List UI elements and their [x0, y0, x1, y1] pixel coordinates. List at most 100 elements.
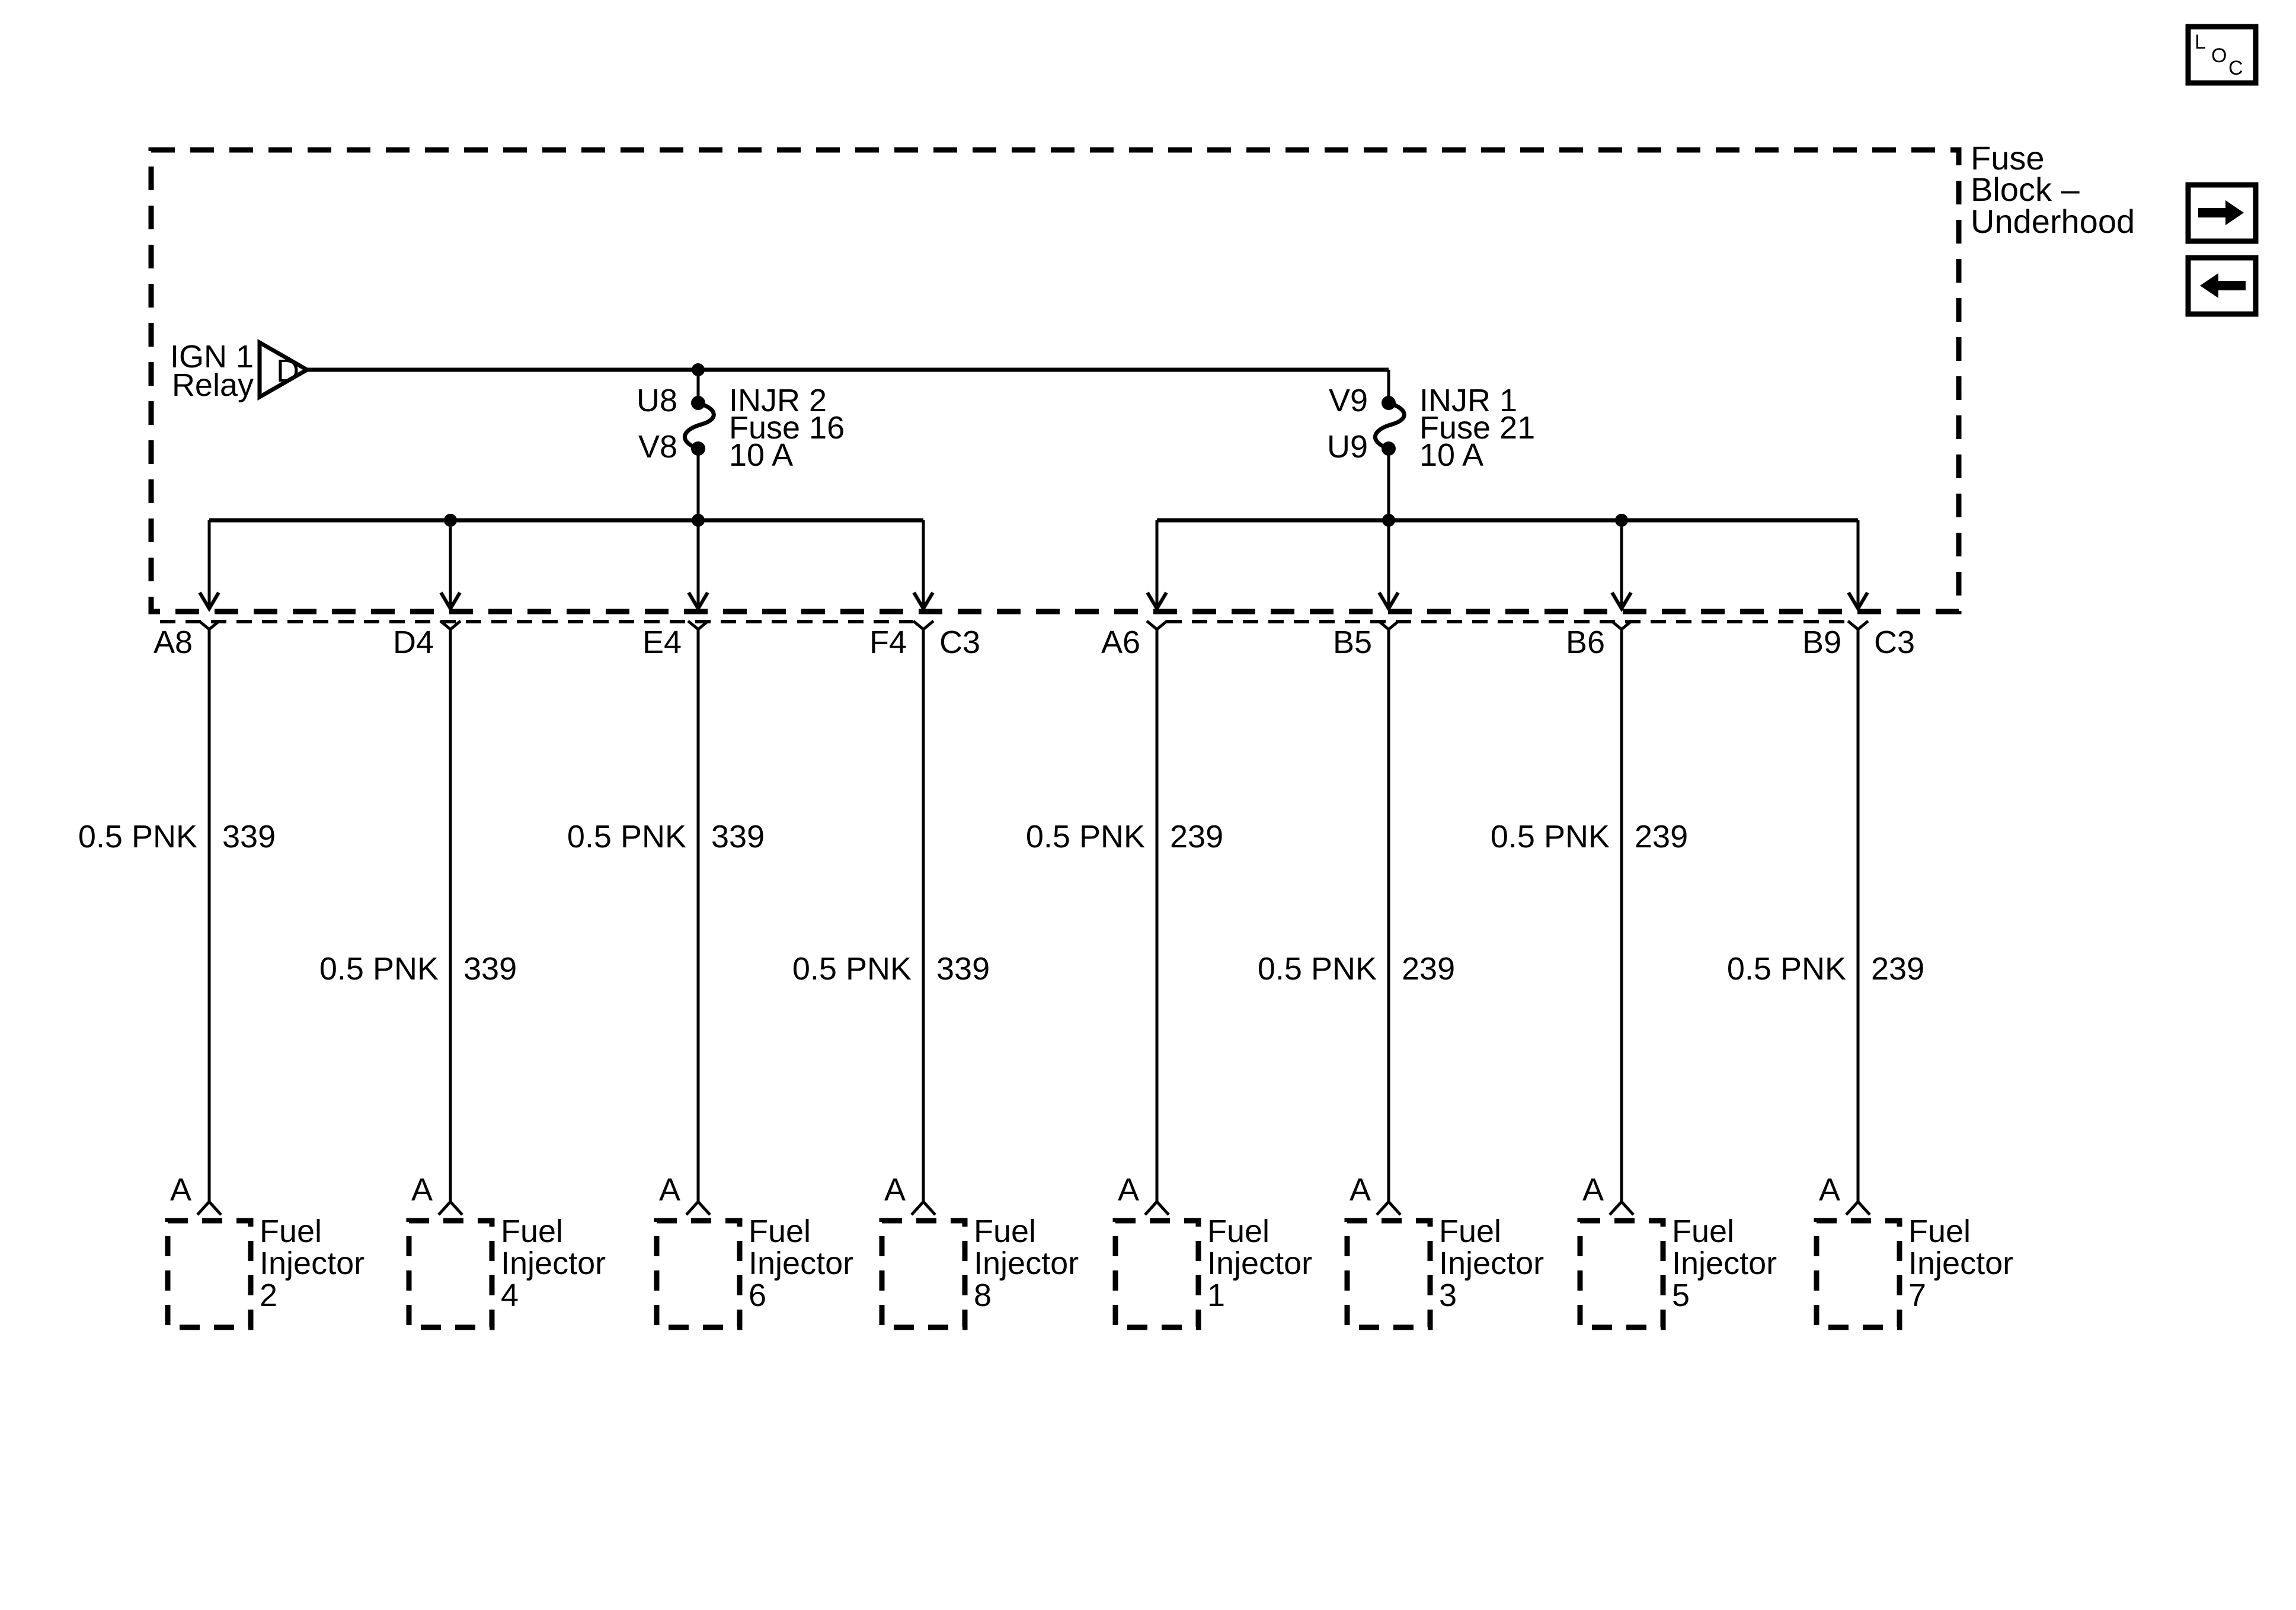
down-arrow-icon — [198, 591, 220, 612]
device-pin-icon — [1376, 1199, 1402, 1216]
block-pin-icon — [1610, 620, 1633, 632]
fuse-injr2: U8 V8 INJR 2 Fuse 16 10 A — [637, 383, 845, 520]
circuit-b6-injector5: B6 0.5 PNK 239 A Fuel Injector 5 — [1491, 520, 1777, 1330]
device-pin-label: A — [1582, 1172, 1604, 1208]
device-label-line3: 5 — [1672, 1278, 1690, 1313]
device-pin-icon — [1144, 1199, 1170, 1216]
device-label-line1: Fuel — [974, 1214, 1036, 1249]
circuit-number: 239 — [1402, 951, 1455, 987]
block-pin-label: F4 — [869, 625, 907, 660]
down-arrow-icon — [1610, 591, 1633, 612]
svg-text:Fuse: Fuse — [1971, 139, 2045, 177]
circuit-number: 239 — [1871, 951, 1924, 987]
fuse-pin-bottom: U9 — [1327, 429, 1368, 465]
block-pin-label: A8 — [154, 625, 193, 660]
loc-letter-l: L — [2195, 31, 2206, 53]
circuit-number: 339 — [222, 819, 276, 854]
device-label-line2: Injector — [501, 1246, 606, 1281]
wire-label: 0.5 PNK — [78, 819, 197, 854]
fuse-pin-top: V9 — [1329, 383, 1368, 418]
device-label-line3: 8 — [974, 1278, 992, 1313]
block-pin-icon — [1146, 620, 1168, 632]
block-pin-label: A6 — [1101, 625, 1140, 660]
block-pin-icon — [912, 620, 935, 632]
block-pin-icon — [1847, 620, 1869, 632]
fuel-injector-box — [406, 1218, 495, 1330]
down-arrow-icon — [1146, 591, 1168, 612]
device-pin-label: A — [884, 1172, 906, 1208]
device-label-line2: Injector — [1908, 1246, 2013, 1281]
left-arrow-icon — [2200, 273, 2246, 298]
fuel-injector-box — [654, 1218, 743, 1330]
svg-text:Underhood: Underhood — [1971, 203, 2135, 240]
device-pin-icon — [910, 1199, 936, 1216]
fuse-block-label: Fuse Block – Underhood — [1971, 139, 2135, 240]
block-pin-label: B9 — [1802, 625, 1841, 660]
wire-label: 0.5 PNK — [792, 951, 912, 987]
down-arrow-icon — [439, 591, 462, 612]
wire-label: 0.5 PNK — [567, 819, 686, 854]
connector-id-label: C3 — [939, 625, 980, 660]
device-label-line3: 4 — [501, 1278, 519, 1313]
fuel-injector-box — [1577, 1218, 1666, 1330]
wire-label: 0.5 PNK — [1026, 819, 1145, 854]
block-pin-label: B5 — [1333, 625, 1372, 660]
loc-letter-o: O — [2211, 44, 2227, 67]
circuit-number: 339 — [711, 819, 765, 854]
circuit-b5-injector3: B5 0.5 PNK 239 A Fuel Injector 3 — [1258, 520, 1544, 1330]
block-pin-icon — [1377, 620, 1400, 632]
forward-button[interactable] — [2185, 182, 2259, 244]
fuse-injr1: V9 U9 INJR 1 Fuse 21 10 A — [1327, 383, 1535, 520]
down-arrow-icon — [1377, 591, 1400, 612]
device-label-line1: Fuel — [260, 1214, 322, 1249]
fuse-rating: 10 A — [1419, 437, 1483, 473]
wire-label: 0.5 PNK — [1258, 951, 1377, 987]
fuse-id: Fuse 21 — [1419, 410, 1535, 446]
circuit-b9-injector7: B9 0.5 PNK 239 A Fuel Injector 7 — [1727, 520, 2013, 1330]
block-pin-label: B6 — [1566, 625, 1605, 660]
fuel-injector-box — [1112, 1218, 1201, 1330]
device-pin-label: A — [170, 1172, 191, 1208]
wire-label: 0.5 PNK — [1727, 951, 1846, 987]
fuel-injector-box — [1344, 1218, 1433, 1330]
block-pin-icon — [198, 620, 220, 632]
circuit-d4-injector4: D4 0.5 PNK 339 A Fuel Injector 4 — [319, 520, 606, 1330]
device-label-line2: Injector — [260, 1246, 364, 1281]
circuit-number: 239 — [1170, 819, 1223, 854]
device-pin-icon — [1845, 1199, 1871, 1216]
loc-button-box — [2185, 24, 2259, 86]
circuit-a6-injector1: A6 0.5 PNK 239 A Fuel Injector 1 — [1026, 520, 1312, 1330]
device-label-line2: Injector — [1672, 1246, 1777, 1281]
fuse-id: Fuse 16 — [729, 410, 845, 446]
device-pin-label: A — [411, 1172, 433, 1208]
relay-feed-triangle-icon — [257, 338, 312, 401]
device-label-line1: Fuel — [1207, 1214, 1269, 1249]
ign1-relay-source: IGN 1 Relay D — [170, 338, 312, 403]
device-label-line3: 2 — [260, 1278, 277, 1313]
device-pin-icon — [1609, 1199, 1635, 1216]
svg-text:Block –: Block – — [1971, 171, 2080, 208]
device-pin-icon — [685, 1199, 711, 1216]
device-pin-label: A — [1819, 1172, 1840, 1208]
device-pin-label: A — [1350, 1172, 1371, 1208]
block-pin-label: D4 — [393, 625, 434, 660]
device-label-line1: Fuel — [1672, 1214, 1734, 1249]
fuel-injector-box — [165, 1218, 254, 1330]
wire-label: 0.5 PNK — [319, 951, 439, 987]
device-pin-icon — [437, 1199, 463, 1216]
fuel-injector-box — [1814, 1218, 1902, 1330]
relay-label-line2: Relay — [172, 367, 254, 403]
circuit-number: 339 — [463, 951, 517, 987]
device-label-line2: Injector — [1439, 1246, 1544, 1281]
fuse-element-icon — [1373, 401, 1406, 451]
circuit-e4-injector6: E4 0.5 PNK 339 A Fuel Injector 6 — [567, 520, 853, 1330]
device-label-line3: 3 — [1439, 1278, 1457, 1313]
back-button[interactable] — [2185, 255, 2259, 317]
loc-letter-c: C — [2228, 57, 2243, 79]
loc-button[interactable]: L O C — [2185, 24, 2259, 86]
device-pin-label: A — [659, 1172, 680, 1208]
down-arrow-icon — [687, 591, 709, 612]
fuse-rating: 10 A — [729, 437, 793, 473]
down-arrow-icon — [912, 591, 935, 612]
